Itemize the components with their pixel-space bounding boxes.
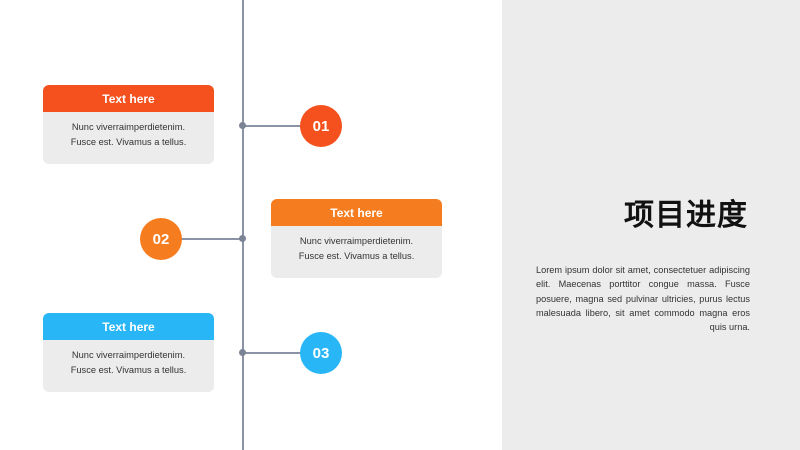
- step-card-text-1-line-1: Nunc viverraimperdietenim.: [71, 122, 186, 132]
- step-card-body-1: Nunc viverraimperdietenim. Fusce est. Vi…: [43, 112, 214, 150]
- step-card-body-3: Nunc viverraimperdietenim. Fusce est. Vi…: [43, 340, 214, 378]
- timeline-dot-1: [239, 122, 246, 129]
- step-card-body-2: Nunc viverraimperdietenim. Fusce est. Vi…: [271, 226, 442, 264]
- page-title: 项目进度: [624, 199, 748, 232]
- timeline-line: [242, 0, 244, 450]
- connector-1: [243, 125, 301, 127]
- step-card-text-3-line-1: Nunc viverraimperdietenim.: [71, 350, 186, 360]
- step-card-2: Text here Nunc viverraimperdietenim. Fus…: [271, 199, 442, 278]
- timeline-dot-3: [239, 349, 246, 356]
- step-card-header-2: Text here: [271, 199, 442, 226]
- connector-3: [243, 352, 301, 354]
- panel-description: Lorem ipsum dolor sit amet, consectetuer…: [536, 265, 750, 333]
- step-card-text-3-line-2: Fusce est. Vivamus a tellus.: [70, 365, 187, 375]
- step-card-3: Text here Nunc viverraimperdietenim. Fus…: [43, 313, 214, 392]
- step-number-circle-3: 03: [300, 332, 342, 374]
- connector-2: [181, 238, 243, 240]
- step-card-text-1-line-2: Fusce est. Vivamus a tellus.: [70, 137, 187, 147]
- step-card-text-2-line-1: Nunc viverraimperdietenim.: [299, 236, 414, 246]
- step-number-circle-1: 01: [300, 105, 342, 147]
- step-card-header-3: Text here: [43, 313, 214, 340]
- right-panel: [502, 0, 800, 450]
- timeline-dot-2: [239, 235, 246, 242]
- step-number-circle-2: 02: [140, 218, 182, 260]
- step-card-text-2-line-2: Fusce est. Vivamus a tellus.: [298, 251, 415, 261]
- step-card-header-1: Text here: [43, 85, 214, 112]
- step-card-1: Text here Nunc viverraimperdietenim. Fus…: [43, 85, 214, 164]
